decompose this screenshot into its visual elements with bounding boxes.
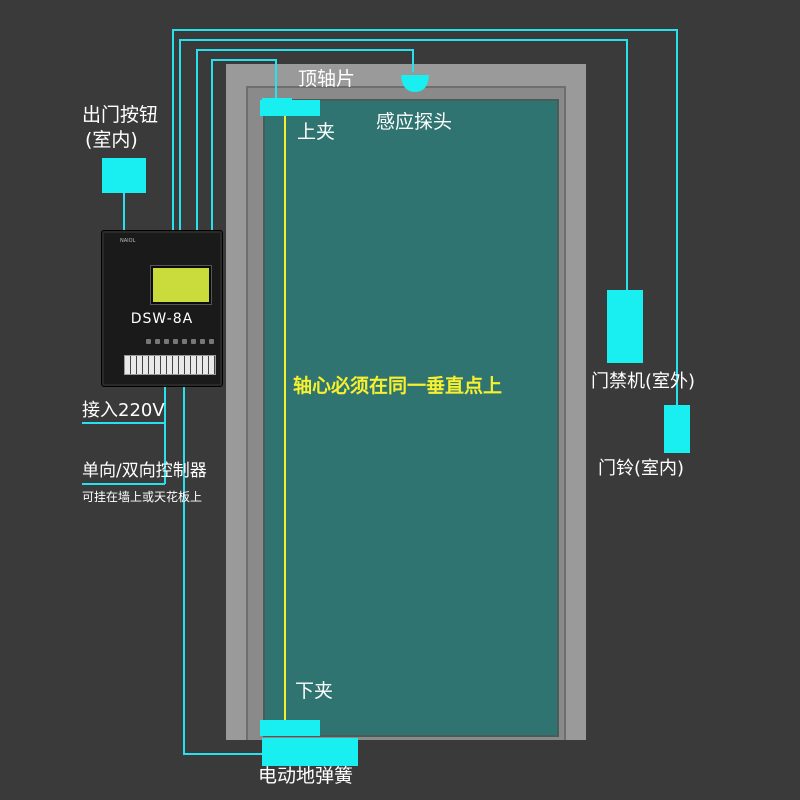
top-pivot-label: 顶轴片 xyxy=(298,68,356,90)
controller-button xyxy=(182,339,187,344)
exit-button-label: 出门按钮 xyxy=(82,104,159,126)
sensor-label: 感应探头 xyxy=(376,111,453,133)
access-control-label: 门禁机(室外) xyxy=(591,371,696,392)
floor-spring-label: 电动地弹簧 xyxy=(258,765,354,787)
controller-button xyxy=(164,339,169,344)
doorbell-label: 门铃(室内) xyxy=(598,458,685,479)
access-control-box xyxy=(607,290,643,363)
controller-brand: NAIOL xyxy=(120,238,136,244)
floor-spring-body xyxy=(262,738,358,766)
controller-button xyxy=(155,339,160,344)
controller-lcd-screen xyxy=(151,266,211,304)
controller-device: NAIOL DSW-8A xyxy=(101,230,223,387)
exit-button-location-label: (室内) xyxy=(85,129,138,151)
wire-access-control xyxy=(179,39,628,290)
sensor-dome xyxy=(401,75,429,92)
top-pivot-plate xyxy=(262,98,292,102)
doorbell-box xyxy=(664,405,690,453)
controller-button xyxy=(146,339,151,344)
mount-note-label: 可挂在墙上或天花板上 xyxy=(82,490,203,504)
controller-button xyxy=(200,339,205,344)
door-leaf xyxy=(263,99,559,737)
controller-button xyxy=(191,339,196,344)
top-clamp xyxy=(260,100,320,116)
wire-sensor xyxy=(196,49,414,232)
wire-doorbell xyxy=(172,29,678,405)
controller-buttons xyxy=(146,339,214,344)
top-clamp-label: 上夹 xyxy=(297,121,336,143)
controller-terminal-block xyxy=(124,355,216,375)
bottom-clamp-label: 下夹 xyxy=(295,680,334,702)
wires xyxy=(82,29,678,755)
exit-button-box xyxy=(102,158,146,193)
bottom-clamp xyxy=(260,720,320,736)
controller-button xyxy=(209,339,214,344)
wire-floor-spring xyxy=(183,386,262,755)
power-input-label: 接入220V xyxy=(82,400,165,421)
controller-button xyxy=(173,339,178,344)
wire-top-pivot xyxy=(211,59,277,232)
controller-model-label: DSW-8A xyxy=(130,311,194,327)
axis-note-label: 轴心必须在同一垂直点上 xyxy=(293,375,503,397)
controller-type-label: 单向/双向控制器 xyxy=(82,461,207,481)
